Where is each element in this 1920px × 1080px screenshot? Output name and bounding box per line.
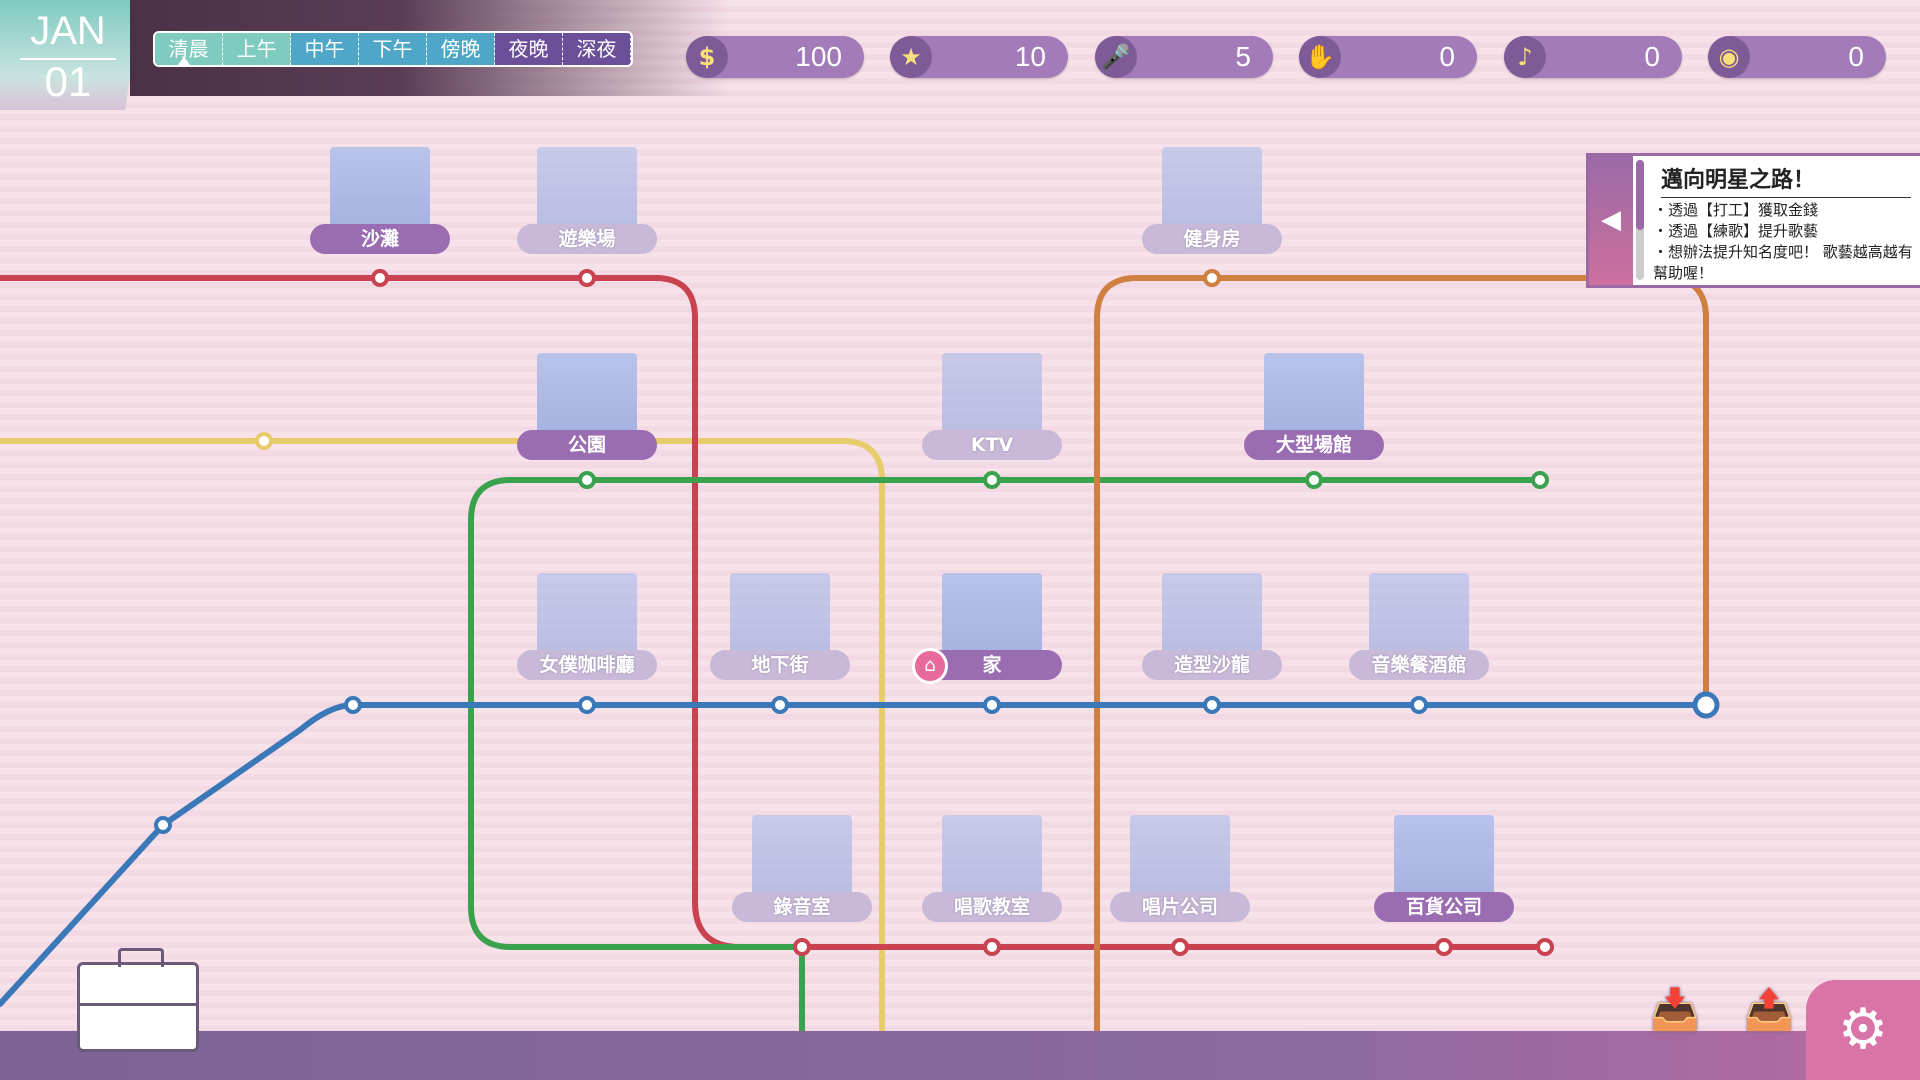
station-blue[interactable] <box>344 696 362 714</box>
time-of-day-bar: 清晨上午中午下午傍晚夜晚深夜 <box>153 31 633 67</box>
location-label[interactable]: 地下街 <box>710 650 850 680</box>
stat-disc: ◉0 <box>1708 36 1886 78</box>
green-line <box>468 477 1543 1034</box>
settings-gear-icon[interactable]: ⚙ <box>1806 980 1920 1080</box>
location-label[interactable]: 健身房 <box>1142 224 1282 254</box>
station-blue[interactable] <box>1203 696 1221 714</box>
orange-line <box>1094 275 1709 1034</box>
station-red[interactable] <box>578 269 596 287</box>
load-folder-icon[interactable]: 📥 <box>1650 987 1700 1033</box>
disc-icon: ◉ <box>1708 36 1750 78</box>
station-yellow[interactable] <box>255 432 273 450</box>
station-blue[interactable] <box>154 816 172 834</box>
stat-money: $100 <box>686 36 864 78</box>
money-icon: $ <box>686 36 728 78</box>
location-label[interactable]: 女僕咖啡廳 <box>517 650 657 680</box>
building-icon[interactable] <box>942 815 1042 905</box>
month: JAN <box>30 9 106 53</box>
station-orange[interactable] <box>1203 269 1221 287</box>
location-label[interactable]: 唱片公司 <box>1110 892 1250 922</box>
yellow-line <box>0 438 885 1034</box>
station-green[interactable] <box>1531 471 1549 489</box>
stat-music-sheet: ♪0 <box>1504 36 1682 78</box>
station-blue-terminal[interactable] <box>1692 691 1720 719</box>
building-icon[interactable] <box>752 815 852 905</box>
bottom-bar <box>0 1031 1920 1080</box>
briefcase-icon[interactable] <box>77 948 199 1052</box>
time-period-4: 傍晚 <box>427 33 495 65</box>
station-green[interactable] <box>983 471 1001 489</box>
station-blue[interactable] <box>578 696 596 714</box>
stat-star: ★ 10 <box>890 36 1068 78</box>
stat-value: 0 <box>1439 41 1455 72</box>
building-icon[interactable] <box>730 573 830 663</box>
quest-title: 邁向明星之路！ <box>1661 162 1911 198</box>
scrollbar[interactable] <box>1636 160 1644 280</box>
building-icon[interactable] <box>1162 573 1262 663</box>
station-red[interactable] <box>1536 938 1554 956</box>
station-green[interactable] <box>578 471 596 489</box>
location-label[interactable]: 錄音室 <box>732 892 872 922</box>
building-icon[interactable] <box>1264 353 1364 443</box>
quest-item: ・透過【打工】獲取金錢 <box>1653 201 1819 219</box>
location-label[interactable]: 遊樂場 <box>517 224 657 254</box>
building-icon[interactable] <box>537 353 637 443</box>
building-icon[interactable] <box>537 573 637 663</box>
building-icon[interactable] <box>537 147 637 237</box>
location-label[interactable]: 大型場館 <box>1244 430 1384 460</box>
collapse-arrow-icon[interactable]: ◀ <box>1589 156 1633 285</box>
location-label[interactable]: 百貨公司 <box>1374 892 1514 922</box>
location-label[interactable]: 唱歌教室 <box>922 892 1062 922</box>
station-blue[interactable] <box>771 696 789 714</box>
stat-value: 5 <box>1235 41 1251 72</box>
location-label[interactable]: KTV <box>922 430 1062 460</box>
time-period-6: 深夜 <box>563 33 631 65</box>
star-icon: ★ <box>890 36 932 78</box>
stat-value: 0 <box>1644 41 1660 72</box>
station-green[interactable] <box>1305 471 1323 489</box>
building-icon[interactable] <box>942 573 1042 663</box>
station-red[interactable] <box>983 938 1001 956</box>
stat-fan: ✋0 <box>1299 36 1477 78</box>
music-sheet-icon: ♪ <box>1504 36 1546 78</box>
building-icon[interactable] <box>1130 815 1230 905</box>
quest-item: ・透過【練歌】提升歌藝 <box>1653 222 1819 240</box>
station-red[interactable] <box>371 269 389 287</box>
building-icon[interactable] <box>1394 815 1494 905</box>
stat-value: 0 <box>1848 41 1864 72</box>
station-red[interactable] <box>793 938 811 956</box>
station-blue[interactable] <box>1410 696 1428 714</box>
time-period-1: 上午 <box>223 33 291 65</box>
stat-value: 100 <box>795 41 842 72</box>
date-display: JAN 01 <box>0 0 142 110</box>
quest-panel: ◀ 邁向明星之路！ ・透過【打工】獲取金錢 ・透過【練歌】提升歌藝 ・想辦法提升… <box>1586 153 1920 288</box>
stat-microphone: 🎤5 <box>1095 36 1273 78</box>
stat-value: 10 <box>1014 41 1046 72</box>
building-icon[interactable] <box>942 353 1042 443</box>
save-folder-icon[interactable]: 📤 <box>1744 987 1794 1033</box>
fan-icon: ✋ <box>1299 36 1341 78</box>
building-icon[interactable] <box>330 147 430 237</box>
time-period-2: 中午 <box>291 33 359 65</box>
quest-item: ・想辦法提升知名度吧！ 歌藝越高越有幫助喔！ <box>1653 243 1913 282</box>
home-icon: ⌂ <box>912 648 948 684</box>
time-period-5: 夜晚 <box>495 33 563 65</box>
location-label[interactable]: 公園 <box>517 430 657 460</box>
time-period-0: 清晨 <box>155 33 223 65</box>
day: 01 <box>20 58 116 104</box>
location-label[interactable]: 音樂餐酒館 <box>1349 650 1489 680</box>
location-label[interactable]: 造型沙龍 <box>1142 650 1282 680</box>
time-period-3: 下午 <box>359 33 427 65</box>
building-icon[interactable] <box>1162 147 1262 237</box>
station-red[interactable] <box>1435 938 1453 956</box>
microphone-icon: 🎤 <box>1095 36 1137 78</box>
station-red[interactable] <box>1171 938 1189 956</box>
location-label[interactable]: 沙灘 <box>310 224 450 254</box>
station-blue[interactable] <box>983 696 1001 714</box>
building-icon[interactable] <box>1369 573 1469 663</box>
